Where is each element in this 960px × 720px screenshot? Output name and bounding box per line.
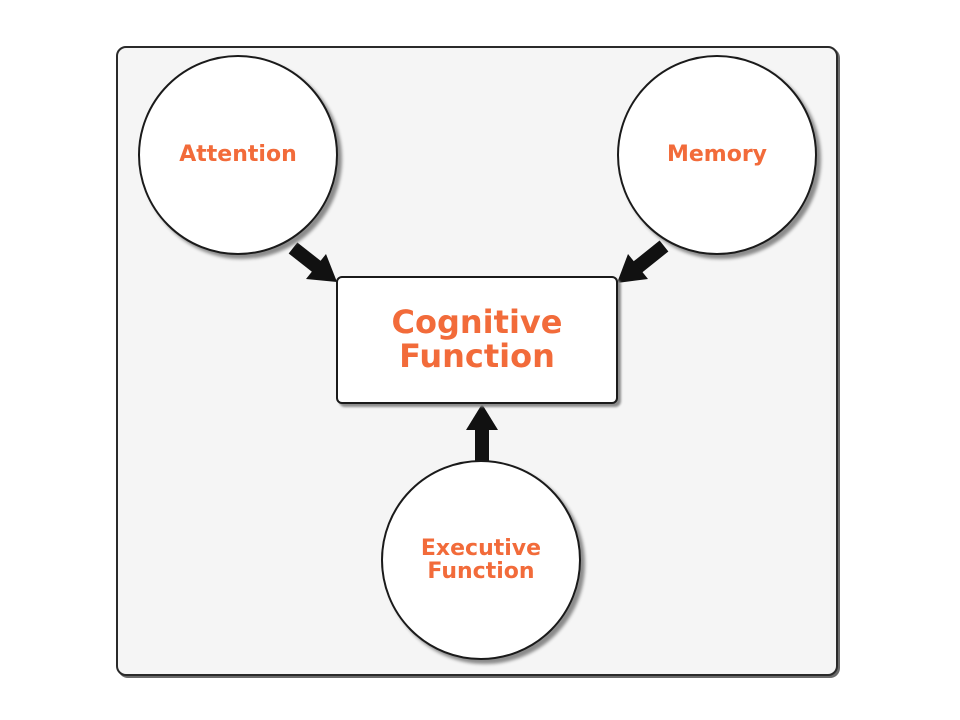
- executive-function-node: Executive Function: [381, 460, 581, 660]
- cognitive-function-box: Cognitive Function: [336, 276, 618, 404]
- memory-node: Memory: [617, 55, 817, 255]
- memory-label: Memory: [666, 142, 768, 168]
- arrow-memory-to-center: [617, 240, 669, 283]
- executive-function-label: Executive Function: [420, 535, 542, 584]
- arrow-attention-to-center: [288, 242, 337, 282]
- arrow-executive-to-center: [466, 404, 498, 464]
- cognitive-function-label: Cognitive Function: [391, 303, 563, 375]
- attention-node: Attention: [138, 55, 338, 255]
- attention-label: Attention: [179, 142, 297, 168]
